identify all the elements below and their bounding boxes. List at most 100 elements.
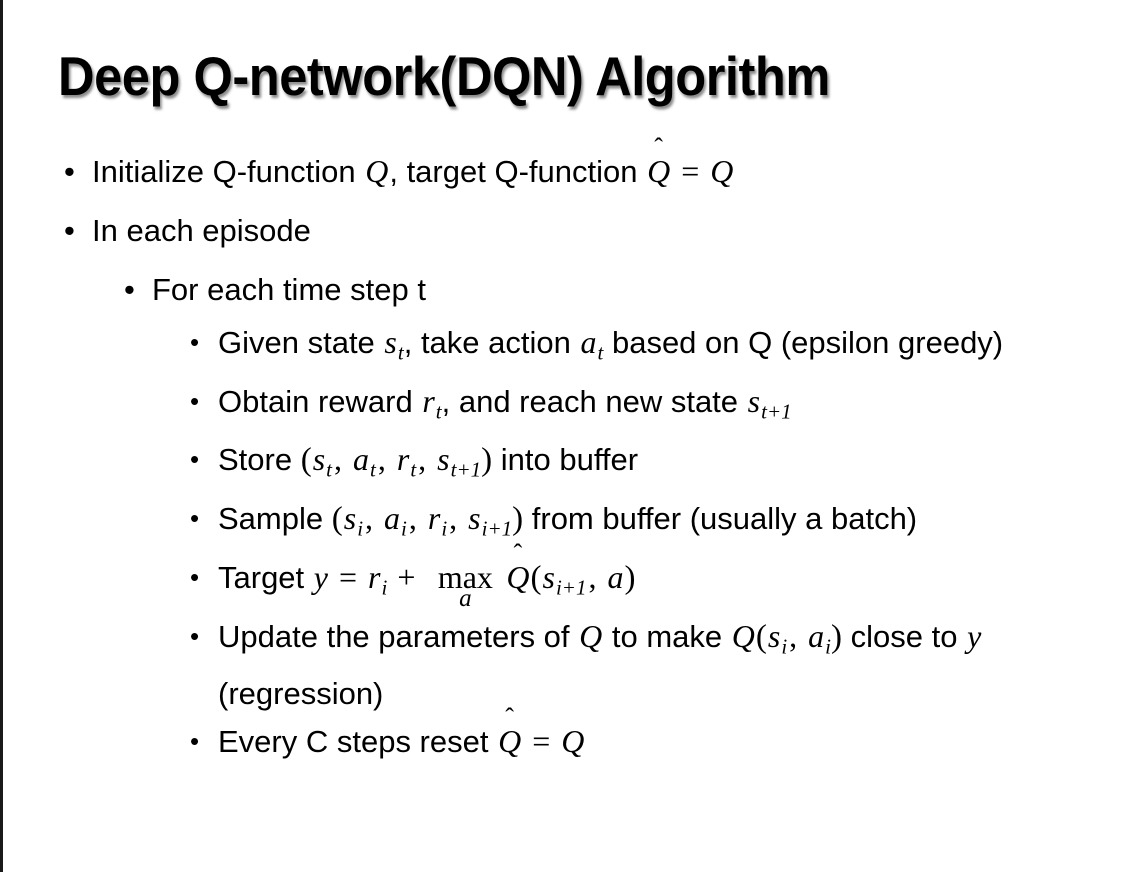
math-comma: , <box>365 500 382 537</box>
bullet-in-each-episode: • In each episode <box>0 207 1124 254</box>
text-run: , take action <box>403 325 580 360</box>
bullet-text: Store (st, at, rt, st+1) into buffer <box>218 436 638 494</box>
max-operator-limit: a <box>459 585 472 613</box>
math-paren-close: ) <box>624 559 636 596</box>
math-subscript: t <box>397 340 404 365</box>
math-symbol-a: a <box>580 324 597 360</box>
bullet-text: Initialize Q-function Q, target Q-functi… <box>92 148 734 195</box>
text-run: into buffer <box>492 442 639 478</box>
math-subscript: i <box>441 516 448 541</box>
bullet-marker: • <box>64 154 75 189</box>
bullet-marker: • <box>190 620 200 651</box>
math-symbol-q: Q <box>579 617 603 654</box>
bullet-marker: • <box>190 561 200 592</box>
bullet-text: Target y = ri + maxâQ(si+1, a) <box>218 554 635 612</box>
text-run: Store <box>218 442 301 478</box>
text-run: Given state <box>218 325 384 360</box>
bullet-for-each-time-step: • For each time step t <box>0 266 1124 313</box>
math-subscript: i+1 <box>555 575 587 600</box>
math-comma: , <box>449 500 466 537</box>
bullet-sample-from-buffer: • Sample (si, ai, ri, si+1) from buffer … <box>0 495 1124 553</box>
math-symbol-y: y <box>967 617 982 654</box>
math-subscript: t+1 <box>761 399 792 424</box>
math-paren-close: ) <box>831 618 843 655</box>
math-symbol-r: r <box>427 500 441 537</box>
text-run: based on Q (epsilon greedy) <box>603 325 1004 360</box>
math-symbol-q: Q <box>365 153 389 189</box>
text-run: to make <box>603 618 731 654</box>
bullet-update-parameters: • Update the parameters of Q to make Q(s… <box>0 613 1124 718</box>
bullet-text: Obtain reward rt, and reach new state st… <box>218 378 792 436</box>
text-run: Target <box>218 559 313 595</box>
math-paren-open: ( <box>755 618 767 655</box>
math-symbol-a: a <box>607 558 624 595</box>
math-comma: , <box>789 617 806 654</box>
math-paren-open: ( <box>530 559 542 596</box>
text-run: (regression) <box>218 676 384 712</box>
math-comma: , <box>408 500 425 537</box>
math-equals: = <box>524 723 559 760</box>
math-symbol-a: a <box>384 500 401 537</box>
math-symbol-s: s <box>437 441 450 478</box>
math-symbol-q: Q <box>731 617 755 654</box>
math-symbol-y: y <box>313 558 328 595</box>
bullet-text: For each time step t <box>152 272 426 307</box>
math-symbol-a: a <box>808 617 825 654</box>
math-symbol-r: r <box>422 382 435 419</box>
math-subscript: t <box>435 399 442 424</box>
math-base: Q <box>647 153 671 189</box>
math-comma: , <box>418 441 435 478</box>
math-comma: , <box>334 441 351 478</box>
math-subscript: t <box>326 458 333 483</box>
math-subscript: i+1 <box>481 516 513 541</box>
bullet-marker: • <box>64 213 75 248</box>
bullet-marker: • <box>190 385 200 416</box>
math-base: Q <box>506 558 530 595</box>
math-symbol-q-hat: ̂Q <box>505 554 530 601</box>
math-paren-close: ) <box>512 501 524 538</box>
math-subscript: i <box>357 516 364 541</box>
bullet-marker: • <box>190 726 200 757</box>
math-subscript: i <box>401 516 407 541</box>
math-symbol-s: s <box>767 617 781 654</box>
math-subscript: i <box>825 634 832 659</box>
text-run: Sample <box>218 501 332 537</box>
math-symbol-s: s <box>468 500 481 537</box>
bullet-marker: • <box>124 272 135 307</box>
bullet-text: Given state st, take action at based on … <box>218 319 1003 377</box>
math-plus: + <box>389 558 424 595</box>
math-symbol-q: Q <box>710 153 734 189</box>
bullet-text: Sample (si, ai, ri, si+1) from buffer (u… <box>218 495 917 553</box>
bullet-marker: • <box>190 327 200 357</box>
text-run: Update the parameters of <box>218 618 579 654</box>
math-base: Q <box>498 723 522 760</box>
math-symbol-r: r <box>396 441 410 478</box>
math-comma: , <box>377 441 394 478</box>
math-symbol-s: s <box>384 324 397 360</box>
text-run: Every C steps reset <box>218 724 498 760</box>
bullet-marker: • <box>190 444 200 475</box>
algorithm-bullet-list: • Initialize Q-function Q, target Q-func… <box>0 148 1124 766</box>
slide-left-edge-strip <box>0 0 3 872</box>
bullet-text: In each episode <box>92 213 311 248</box>
math-subscript: t <box>370 458 376 483</box>
math-equals: = <box>673 153 708 189</box>
text-run: , target Q-function <box>389 154 647 189</box>
text-run: , and reach new state <box>441 383 747 419</box>
math-equals: = <box>330 558 366 595</box>
math-paren-open: ( <box>300 442 312 479</box>
text-run: close to <box>842 618 967 654</box>
bullet-initialize-q-function: • Initialize Q-function Q, target Q-func… <box>0 148 1124 195</box>
bullet-obtain-reward: • Obtain reward rt, and reach new state … <box>0 378 1124 436</box>
math-symbol-s: s <box>343 500 357 537</box>
bullet-every-c-steps-reset: • Every C steps reset ̂Q = Q <box>0 718 1124 765</box>
math-subscript: t+1 <box>450 458 482 483</box>
math-paren-open: ( <box>331 501 343 538</box>
bullet-text: Every C steps reset ̂Q = Q <box>218 718 585 765</box>
text-run: Obtain reward <box>218 383 422 419</box>
math-symbol-s: s <box>747 382 761 419</box>
math-subscript: t <box>410 458 417 483</box>
math-subscript: i <box>381 575 388 600</box>
math-symbol-q-hat: ̂Q <box>497 718 522 765</box>
